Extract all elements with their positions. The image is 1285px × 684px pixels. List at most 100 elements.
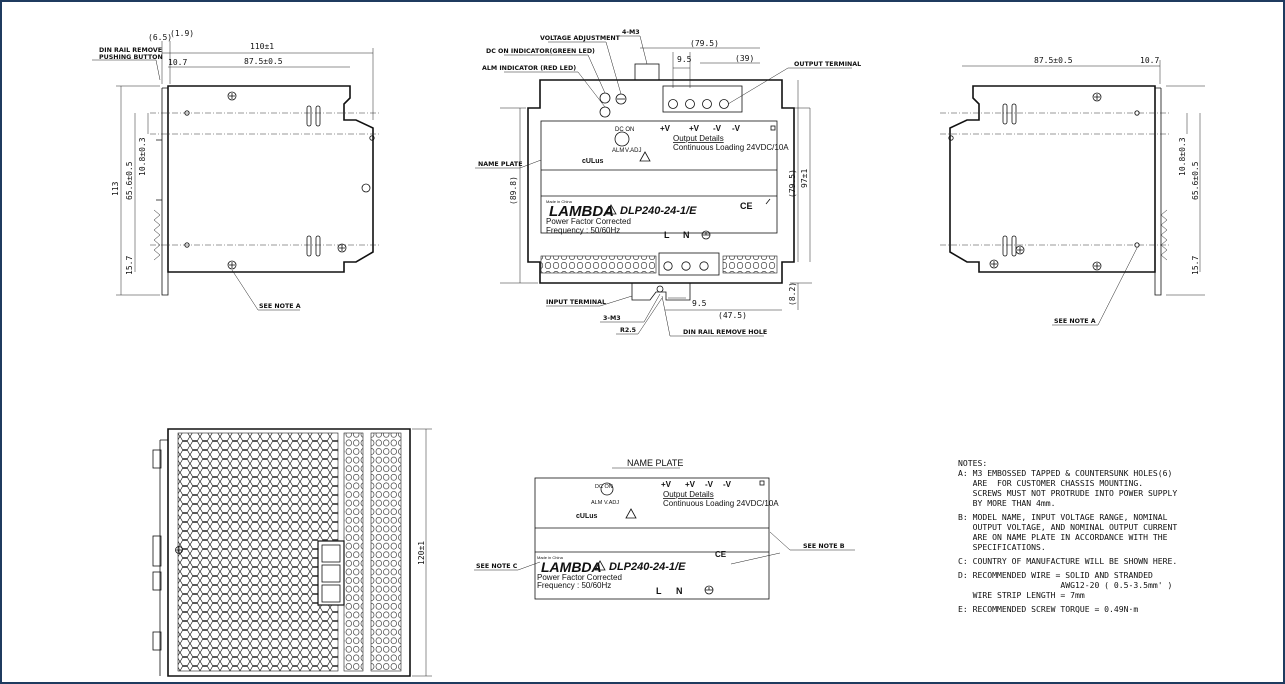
note-line: ARE FOR CUSTOMER CHASSIS MOUNTING. xyxy=(958,478,1144,488)
detail-ul-mark: cULus xyxy=(576,513,598,520)
plate-made-in: Made in China xyxy=(546,199,573,204)
plate-output-details: Output Details xyxy=(673,134,724,143)
detail-model: DLP240-24-1/E xyxy=(609,561,686,573)
dc-on-indicator-label: DC ON INDICATOR(GREEN LED) xyxy=(486,48,595,55)
din-rail-hole-label: DIN RAIL REMOVE HOLE xyxy=(683,329,767,336)
dim-87-5-right: 87.5±0.5 xyxy=(1034,56,1073,65)
r2-5-label: R2.5 xyxy=(620,327,636,334)
see-note-a-right: SEE NOTE A xyxy=(1054,318,1096,325)
left-side-labels: DIN RAIL REMOVE PUSHING BUTTON (6.5) (1.… xyxy=(99,29,301,310)
detail-dc-on: DC ON xyxy=(595,484,613,490)
detail-terminal-1: +V xyxy=(661,480,672,489)
detail-brand: LAMBDA xyxy=(541,559,602,575)
plate-model: DLP240-24-1/E xyxy=(620,205,697,217)
dim-89-8: (89.8) xyxy=(509,176,518,205)
dim-15-7-left: 15.7 xyxy=(125,256,134,275)
dim-6-5: (6.5) xyxy=(148,33,172,42)
note-line: B: MODEL NAME, INPUT VOLTAGE RANGE, NOMI… xyxy=(958,512,1168,522)
detail-title: NAME PLATE xyxy=(627,458,683,468)
note-line: ARE ON NAME PLATE IN ACCORDANCE WITH THE xyxy=(958,532,1168,542)
dim-10-7-right: 10.7 xyxy=(1140,56,1159,65)
dim-79-5-side: (79.5) xyxy=(788,169,797,198)
detail-alm: ALM xyxy=(591,500,603,506)
note-line: A: M3 EMBOSSED TAPPED & COUNTERSUNK HOLE… xyxy=(958,468,1173,478)
note-line: WIRE STRIP LENGTH = 7mm xyxy=(958,590,1085,600)
dim-9-5-bottom: 9.5 xyxy=(692,299,707,308)
see-note-a-left: SEE NOTE A xyxy=(259,303,301,310)
left-side-view xyxy=(92,41,380,311)
voltage-adjustment-label: VOLTAGE ADJUSTMENT xyxy=(540,35,621,42)
plate-brand: LAMBDA xyxy=(549,203,614,220)
plate-terminal-3: -V xyxy=(713,124,722,133)
detail-freq: Frequency : 50/60Hz xyxy=(537,581,611,590)
detail-loading: Continuous Loading 24VDC/10A xyxy=(663,499,779,508)
detail-made-in: Made in China xyxy=(537,555,564,560)
bottom-view xyxy=(152,428,432,677)
detail-output-details: Output Details xyxy=(663,490,714,499)
plate-terminal-4: -V xyxy=(732,124,741,133)
dim-113: 113 xyxy=(111,181,120,196)
dim-65-6-left: 65.6±0.5 xyxy=(125,161,134,200)
dim-47-5: (47.5) xyxy=(718,311,747,320)
note-line: E: RECOMMENDED SCREW TORQUE = 0.49N·m xyxy=(958,604,1139,614)
detail-terminal-3: -V xyxy=(705,480,714,489)
output-screw-label: 4-M3 xyxy=(622,29,640,36)
plate-ce: CE xyxy=(740,201,753,211)
plate-freq: Frequency : 50/60Hz xyxy=(546,226,620,235)
plate-pfc: Power Factor Corrected xyxy=(546,217,631,226)
plate-terminal-2: +V xyxy=(689,124,700,133)
din-remove-label-2: PUSHING BUTTON xyxy=(99,54,163,61)
see-note-b-label: SEE NOTE B xyxy=(803,543,845,550)
note-line: AWG12-20 ( 0.5-3.5mm' ) xyxy=(958,580,1173,590)
front-view xyxy=(475,35,852,337)
note-line: SCREWS MUST NOT PROTRUDE INTO POWER SUPP… xyxy=(958,488,1178,498)
note-line: OUTPUT VOLTAGE, AND NOMINAL OUTPUT CURRE… xyxy=(958,522,1178,532)
alm-indicator-label: ALM INDICATOR (RED LED) xyxy=(482,65,576,72)
din-remove-label-1: DIN RAIL REMOVE xyxy=(99,47,162,54)
detail-l: L xyxy=(656,586,662,596)
output-terminal-label: OUTPUT TERMINAL xyxy=(794,61,861,68)
detail-terminal-2: +V xyxy=(685,480,696,489)
note-line: BY MORE THAN 4mm. xyxy=(958,498,1056,508)
plate-n: N xyxy=(683,230,690,240)
dim-65-6-right: 65.6±0.5 xyxy=(1191,161,1200,200)
see-note-c-label: SEE NOTE C xyxy=(476,563,518,570)
plate-l: L xyxy=(664,230,670,240)
plate-ul-mark: cULus xyxy=(582,158,604,165)
dim-8-2: (8.2) xyxy=(788,282,797,306)
right-side-view xyxy=(940,60,1205,326)
dim-10-7-left: 10.7 xyxy=(168,58,187,67)
dim-97: 97±1 xyxy=(800,169,809,188)
detail-ce: CE xyxy=(715,550,727,559)
dim-120: 120±1 xyxy=(417,541,426,565)
plate-alm: ALM xyxy=(612,148,624,154)
front-labels: VOLTAGE ADJUSTMENT DC ON INDICATOR(GREEN… xyxy=(478,29,861,336)
right-side-labels: 87.5±0.5 10.7 10.8±0.3 65.6±0.5 15.7 SEE… xyxy=(1034,56,1200,325)
notes-heading: NOTES: xyxy=(958,458,988,468)
name-plate-label: NAME PLATE xyxy=(478,161,523,168)
dim-15-7-right: 15.7 xyxy=(1191,256,1200,275)
dim-1-9: (1.9) xyxy=(170,29,194,38)
notes-block: NOTES: A: M3 EMBOSSED TAPPED & COUNTERSU… xyxy=(958,458,1278,614)
dim-10-8-left: 10.8±0.3 xyxy=(138,137,147,176)
dim-79-5-top: (79.5) xyxy=(690,39,719,48)
plate-vadj: V.ADJ xyxy=(625,148,641,154)
triangle-logo-icon xyxy=(605,204,617,215)
dim-110: 110±1 xyxy=(250,42,274,51)
dim-39: (39) xyxy=(735,54,754,63)
plate-loading: Continuous Loading 24VDC/10A xyxy=(673,143,789,152)
input-terminal-label: INPUT TERMINAL xyxy=(546,299,606,306)
plate-terminal-1: +V xyxy=(660,124,671,133)
detail-vadj: V.ADJ xyxy=(604,500,619,506)
name-plate-detail xyxy=(474,467,855,600)
front-plate-content: DC ON ALM V.ADJ +V +V -V -V Output Detai… xyxy=(546,124,789,240)
input-screw-label: 3-M3 xyxy=(603,315,621,322)
note-line: D: RECOMMENDED WIRE = SOLID AND STRANDED xyxy=(958,570,1153,580)
dim-9-5-top: 9.5 xyxy=(677,55,692,64)
dim-87-5-left: 87.5±0.5 xyxy=(244,57,283,66)
detail-triangle-logo-icon xyxy=(594,560,606,571)
detail-n: N xyxy=(676,586,683,596)
detail-pfc: Power Factor Corrected xyxy=(537,573,622,582)
note-line: C: COUNTRY OF MANUFACTURE WILL BE SHOWN … xyxy=(958,556,1178,566)
